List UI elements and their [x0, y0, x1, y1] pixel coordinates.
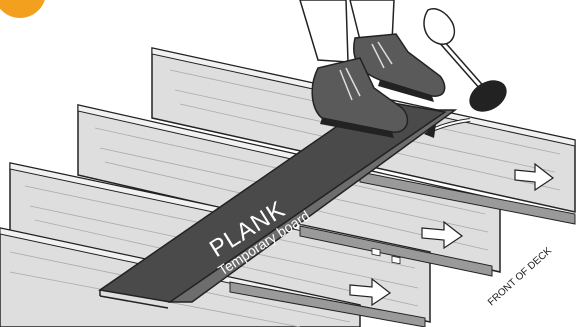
- callout-badge: [0, 0, 46, 18]
- hammer-icon: [424, 9, 512, 118]
